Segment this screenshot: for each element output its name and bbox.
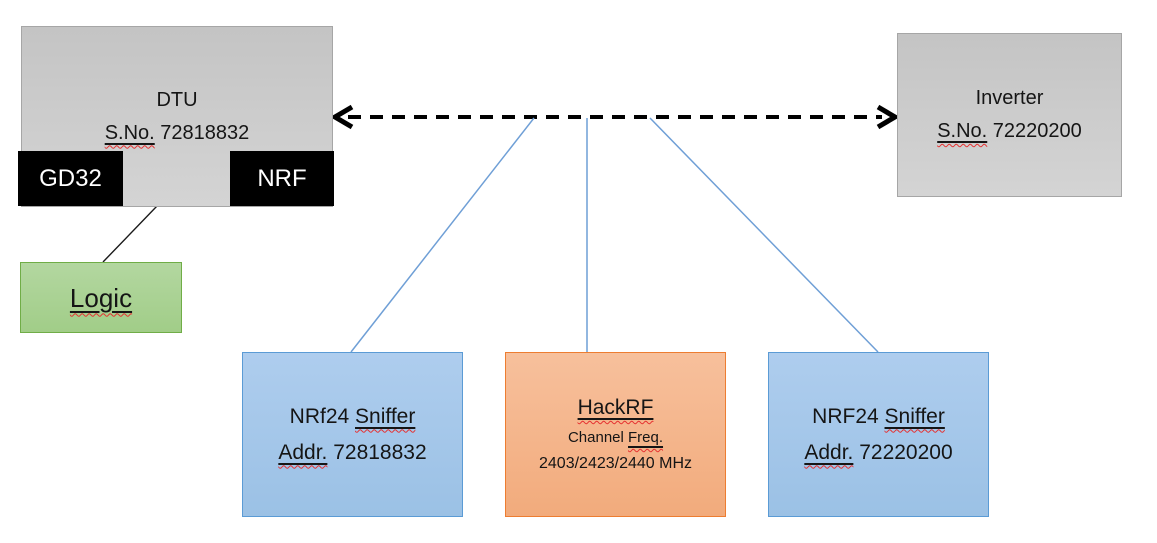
sniffer-right-addr: Addr. 72220200 [804,440,953,464]
nrf-box: NRF [230,151,334,206]
gd32-box: GD32 [18,151,123,206]
sniffer-left-title: NRf24 Sniffer [289,404,416,428]
gd32-label: GD32 [39,164,102,192]
hackrf-frequencies: 2403/2423/2440 MHz [539,455,692,472]
sniffer-left-addr: Addr. 72818832 [278,440,427,464]
inverter-title: Inverter [975,87,1044,109]
hackrf-box: HackRF Channel Freq. 2403/2423/2440 MHz [505,352,726,517]
logic-label: Logic [69,282,133,313]
arrowhead-left-icon [330,104,354,130]
nrf-label: NRF [257,164,307,192]
sniffer-right-title: NRF24 Sniffer [812,404,945,428]
tap-line-sniffer-right [649,117,879,353]
logic-box: Logic [20,262,182,333]
inverter-box: Inverter S.No. 72220200 [897,33,1122,197]
hackrf-channel-label: Channel Freq. [567,429,664,446]
hackrf-title: HackRF [577,396,654,419]
inverter-serial: S.No. 72220200 [937,120,1082,142]
sniffer-right-box: NRF24 Sniffer Addr. 72220200 [768,352,989,517]
dtu-title: DTU [156,88,198,111]
dtu-inverter-dashed-arrow [330,104,900,130]
tap-line-sniffer-left [350,117,535,353]
sniffer-left-box: NRf24 Sniffer Addr. 72818832 [242,352,463,517]
arrowhead-right-icon [876,104,900,130]
dtu-serial: S.No. 72818832 [104,121,250,144]
